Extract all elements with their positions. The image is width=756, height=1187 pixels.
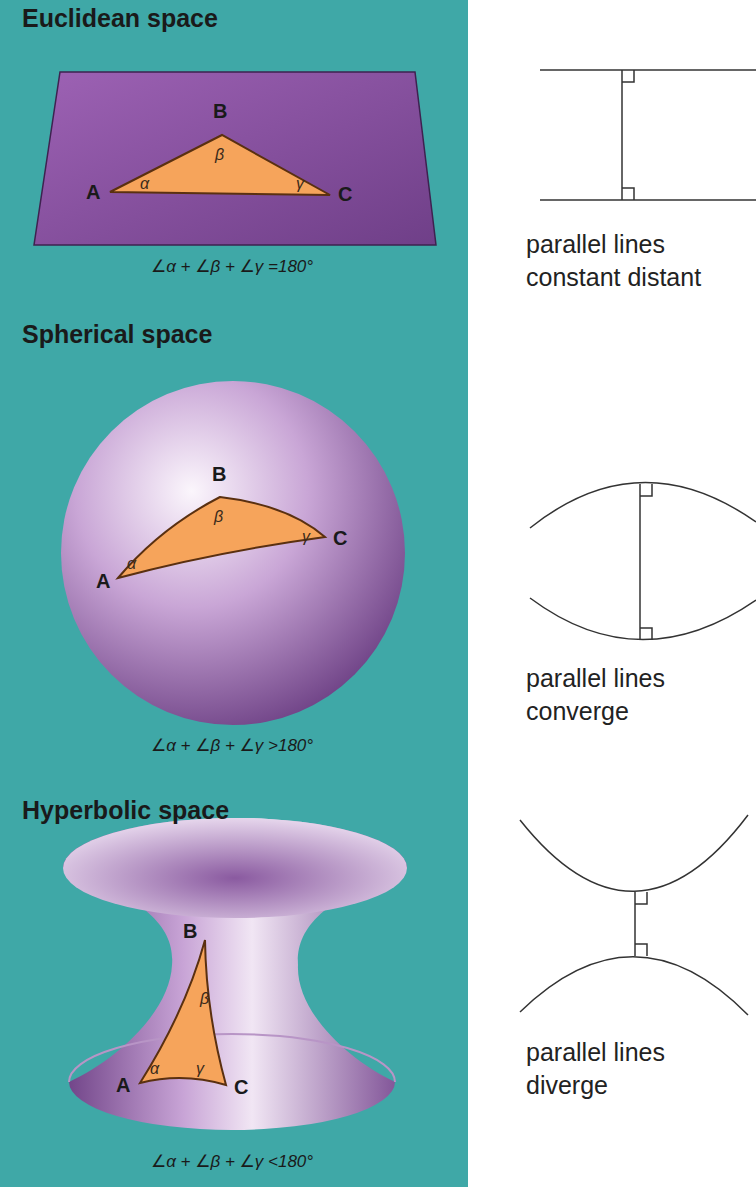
parallel-lines (520, 70, 756, 1015)
parallel-caption: parallel lines converge (526, 662, 750, 727)
angle-label: γ (302, 528, 310, 546)
triangle (140, 940, 226, 1085)
hyperboloid-rim (63, 818, 407, 918)
angle-label: α (150, 1060, 159, 1078)
panel-ground (0, 0, 468, 1187)
angle-sum-formula: ∠α + ∠β + ∠γ <180° (151, 1152, 313, 1172)
vertex-label: A (86, 181, 100, 204)
section-heading: Euclidean space (22, 4, 218, 33)
parallel-caption: parallel lines diverge (526, 1036, 750, 1101)
vertex-label: A (116, 1074, 130, 1097)
angle-label: α (140, 175, 149, 193)
plane (34, 72, 436, 245)
angle-label: γ (196, 1060, 204, 1078)
angle-sum-formula: ∠α + ∠β + ∠γ =180° (151, 257, 313, 277)
vertex-label: B (212, 463, 226, 486)
triangle (118, 497, 325, 578)
vertex-label: B (183, 920, 197, 943)
angle-label: β (200, 990, 209, 1008)
angle-label: β (215, 146, 224, 164)
angle-label: β (214, 508, 223, 526)
angle-label: α (127, 555, 136, 573)
hyperboloid (63, 818, 407, 1130)
vertex-label: C (234, 1076, 248, 1099)
angle-label: γ (296, 175, 304, 193)
angle-sum-formula: ∠α + ∠β + ∠γ >180° (151, 736, 313, 756)
parallel-caption: parallel lines constant distant (526, 228, 750, 293)
vertex-label: C (333, 527, 347, 550)
vertex-label: C (338, 183, 352, 206)
vertex-label: A (96, 570, 110, 593)
vertex-label: B (213, 100, 227, 123)
triangle (110, 135, 330, 195)
section-heading: Spherical space (22, 320, 212, 349)
sphere (61, 381, 405, 725)
section-heading: Hyperbolic space (22, 796, 229, 825)
